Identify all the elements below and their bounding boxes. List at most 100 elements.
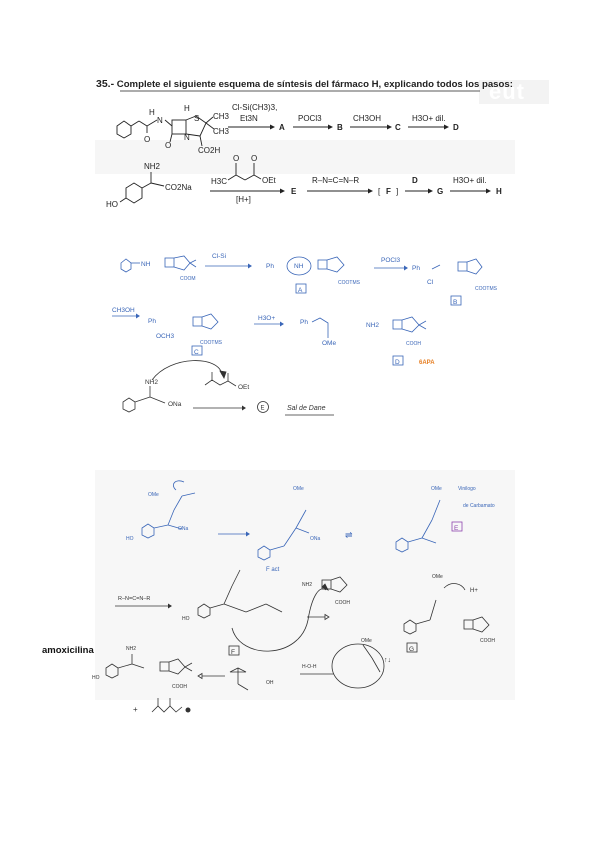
hw-label-c: C <box>194 349 199 356</box>
label-co2na: CO2Na <box>165 183 192 192</box>
label-n2: N <box>184 133 190 142</box>
reagent-hydrolysis: H3O+ dil. <box>453 176 487 185</box>
hw-oh: OH <box>266 680 274 686</box>
hw-one-4c: OMe <box>431 486 442 492</box>
hw-cootms-a: COOTMS <box>338 280 361 286</box>
hw-nh: NH <box>141 261 151 268</box>
label-h2: H <box>184 104 190 113</box>
label-ch3-b: CH3 <box>213 127 230 136</box>
intermediate-a: A <box>279 123 285 132</box>
hw-coom: COOM <box>180 276 196 282</box>
hw-cootms-c: COOTMS <box>200 340 223 346</box>
hw-pocl3: POCl3 <box>381 257 401 264</box>
hw-ona-4b: ONa <box>310 536 321 542</box>
product-h: H <box>496 187 502 196</box>
publisher-badge: eut <box>479 80 549 104</box>
hw-dane-salt-mechanism <box>122 360 237 413</box>
hw-equilibrium: ⇌ <box>345 530 353 540</box>
catalyst: [H+] <box>236 195 251 204</box>
label-h: H <box>149 108 155 117</box>
problem-number: 35.- <box>96 78 115 90</box>
hw-compound-a <box>286 256 345 276</box>
hw-h3o: H3O+ <box>258 315 275 322</box>
hw-cooh-d: COOH <box>406 341 421 347</box>
hw-nh2-amox: NH2 <box>126 646 136 652</box>
label-o: O <box>144 135 150 144</box>
hw-sal-de-dane: Sal de Dane <box>287 405 326 412</box>
hw-cooh-5: COOH <box>335 600 350 606</box>
hw-compound-c <box>192 313 219 330</box>
hw-hoh: H-O-H <box>302 664 317 670</box>
hw-label-g: G <box>409 646 414 653</box>
scan-shadow <box>95 140 515 174</box>
product-e: E <box>291 187 297 196</box>
hw-nh2-e: NH2 <box>145 379 158 386</box>
hw-equilibrium-2: ↑↓ <box>384 657 391 664</box>
hw-meo: OMe <box>148 492 159 498</box>
reagent-1-bottom: Et3N <box>240 114 258 123</box>
hw-one-4: OMe <box>293 486 304 492</box>
hw-compound-b <box>431 258 483 275</box>
intermediate-d: D <box>453 123 459 132</box>
hw-g-intermediate <box>403 583 490 635</box>
hw-label-a: A <box>298 287 303 294</box>
label-o-a: O <box>233 154 239 163</box>
ethyl-acetoacetate-structure <box>227 163 262 181</box>
hw-compound-d <box>392 316 427 333</box>
phenylglycine-salt-structure <box>119 172 165 204</box>
hw-nh2-5: NH2 <box>302 582 312 588</box>
hw-ho-amox: HO <box>92 675 100 681</box>
penicillin-g-structure <box>116 115 215 147</box>
label-nh2: NH2 <box>144 162 161 171</box>
bracket-f-right: ] <box>396 187 398 196</box>
hw-carbodiimide: R–N=C=N–R <box>118 596 150 602</box>
hw-label-f: F <box>231 649 235 656</box>
hw-byproduct <box>151 705 183 713</box>
hw-ph-ester: Ph <box>300 319 308 326</box>
hw-label-e: E <box>261 406 265 412</box>
hw-ph-c: Ph <box>148 318 156 325</box>
hw-label-b: B <box>453 299 457 306</box>
reagent-4: H3O+ dil. <box>412 114 446 123</box>
hw-nh2-d: NH2 <box>366 322 379 329</box>
problem-statement: Complete el siguiente esquema de síntesi… <box>116 79 513 90</box>
hw-ona-4: ONa <box>178 526 189 532</box>
label-oet: OEt <box>262 176 277 185</box>
hw-6apa: 6APA <box>419 360 435 366</box>
hw-cooh-amox: COOH <box>172 684 187 690</box>
hw-label-e2: E <box>454 525 459 532</box>
hw-de-carbamato: de Carbamato <box>463 503 495 509</box>
hw-cl-si: Cl-Si <box>212 253 226 260</box>
hw-ph-a: Ph <box>266 263 274 270</box>
hw-cooh-g: COOH <box>480 638 495 644</box>
hw-penicillin-drawing <box>120 255 197 273</box>
intermediate-c: C <box>395 123 401 132</box>
label-h3c: H3C <box>211 177 227 186</box>
reagent-1-top: Cl-Si(CH3)3, <box>232 103 277 112</box>
label-ch3-a: CH3 <box>213 112 230 121</box>
hw-cl-b: Cl <box>427 279 434 286</box>
hw-h-plus: H+ <box>470 588 478 594</box>
hw-ona-e: ONa <box>168 401 182 408</box>
label-ho: HO <box>106 200 118 209</box>
hw-ch3oh: CH3OH <box>112 307 135 314</box>
label-o-b: O <box>251 154 257 163</box>
bracket-f: F <box>386 187 391 196</box>
hw-one-h: OMe <box>361 638 372 644</box>
hw-label-d: D <box>395 359 400 366</box>
hw-oet: OEt <box>238 384 249 391</box>
hw-ho-4: HO <box>126 536 134 542</box>
hw-f-act: F act <box>266 567 280 573</box>
label-s: S <box>194 114 199 123</box>
problem-title: 35.- Complete el siguiente esquema de sí… <box>96 78 513 90</box>
hw-cootms-b: COOTMS <box>475 286 498 292</box>
label-n: N <box>157 116 163 125</box>
hw-f-intermediate <box>197 569 348 652</box>
hw-ph-b: Ph <box>412 265 420 272</box>
hw-amoxicillin-structure <box>105 654 193 679</box>
hw-hydrolysis <box>197 643 385 691</box>
hw-enamine-mechanism <box>141 480 441 561</box>
